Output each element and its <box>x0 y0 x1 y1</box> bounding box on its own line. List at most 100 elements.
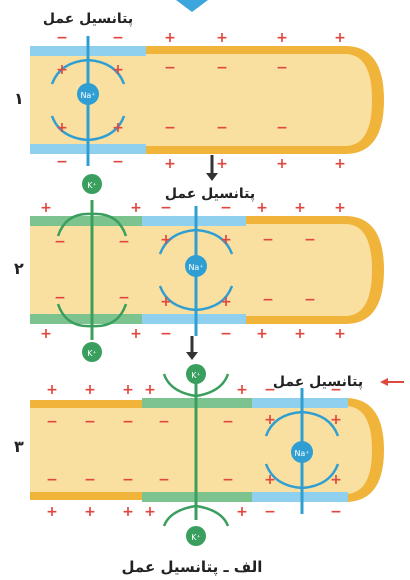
svg-text:−: − <box>164 120 176 136</box>
svg-text:−: − <box>46 472 58 488</box>
k-ion <box>82 342 102 362</box>
k-membrane-bottom <box>30 314 142 324</box>
na-ion-label: Na⁺ <box>80 91 95 100</box>
svg-text:−: − <box>122 414 134 430</box>
k-ion-label: K⁺ <box>87 349 96 358</box>
k-flow-arrows <box>162 373 230 527</box>
svg-text:+: + <box>122 382 134 398</box>
na-ion <box>291 441 313 463</box>
svg-text:+: + <box>40 326 52 342</box>
propagation-arrow-head <box>380 378 388 386</box>
svg-text:−: − <box>262 292 274 308</box>
svg-text:+: + <box>236 382 248 398</box>
svg-text:−: − <box>276 60 288 76</box>
svg-text:+: + <box>216 156 228 172</box>
svg-text:−: − <box>158 472 170 488</box>
svg-text:−: − <box>54 290 66 306</box>
svg-text:+: + <box>84 382 96 398</box>
svg-text:−: − <box>118 290 130 306</box>
svg-text:+: + <box>220 294 232 310</box>
svg-text:+: + <box>112 120 124 136</box>
na-flow-arrows <box>158 228 234 312</box>
na-ion-label: Na⁺ <box>294 449 309 458</box>
svg-text:+: + <box>164 156 176 172</box>
charge-signs: +++ −−− −−− +++ ++ −− −− ++ −− ++ ++ −− <box>46 382 342 520</box>
svg-text:+: + <box>256 326 268 342</box>
svg-text:−: − <box>330 504 342 520</box>
svg-text:+: + <box>56 62 68 78</box>
svg-text:−: − <box>264 382 276 398</box>
svg-text:−: − <box>276 120 288 136</box>
svg-text:−: − <box>56 154 68 170</box>
svg-text:+: + <box>216 30 228 46</box>
svg-text:−: − <box>220 200 232 216</box>
svg-text:−: − <box>158 414 170 430</box>
svg-text:+: + <box>330 472 342 488</box>
axon-end-cap <box>345 398 384 502</box>
svg-text:+: + <box>130 326 142 342</box>
svg-text:−: − <box>262 232 274 248</box>
svg-text:−: − <box>220 326 232 342</box>
axon-end-cap <box>345 46 384 154</box>
step-arrow-2-head <box>186 352 198 360</box>
svg-text:+: + <box>112 62 124 78</box>
svg-text:−: − <box>84 472 96 488</box>
membrane-bottom <box>246 316 346 324</box>
panel-2: پتانسیل عمل ۲ K⁺ K⁺ Na⁺ ++ −− −− ++ −− +… <box>14 174 384 362</box>
svg-text:−: − <box>84 414 96 430</box>
svg-text:+: + <box>334 156 346 172</box>
membrane-top <box>246 216 346 224</box>
membrane-bottom <box>146 146 346 154</box>
svg-text:+: + <box>276 156 288 172</box>
svg-text:+: + <box>334 200 346 216</box>
na-flow-arrows <box>264 410 340 490</box>
svg-text:−: − <box>216 60 228 76</box>
na-membrane-top <box>142 216 246 226</box>
na-ion-label: Na⁺ <box>188 263 203 272</box>
na-membrane-bottom <box>252 492 348 502</box>
svg-text:+: + <box>220 232 232 248</box>
svg-text:+: + <box>256 200 268 216</box>
svg-text:+: + <box>160 232 172 248</box>
axon-body <box>30 400 378 500</box>
svg-text:−: − <box>112 154 124 170</box>
svg-text:+: + <box>160 294 172 310</box>
svg-text:+: + <box>84 504 96 520</box>
svg-text:+: + <box>236 504 248 520</box>
svg-text:+: + <box>264 472 276 488</box>
svg-text:−: − <box>330 382 342 398</box>
svg-text:−: − <box>54 234 66 250</box>
panel-3-number: ۳ <box>14 437 24 456</box>
k-ion-label: K⁺ <box>87 181 96 190</box>
axon-end-cap <box>345 216 384 324</box>
incoming-arrow <box>176 0 208 12</box>
svg-text:+: + <box>264 412 276 428</box>
svg-text:+: + <box>276 30 288 46</box>
svg-text:+: + <box>294 200 306 216</box>
svg-text:+: + <box>164 30 176 46</box>
svg-text:−: − <box>222 414 234 430</box>
svg-text:+: + <box>40 200 52 216</box>
charge-signs: ++ −− −− ++ −− ++ ++ −− +++ −− −− +++ <box>40 200 346 342</box>
k-membrane-top <box>30 216 142 226</box>
panel-2-number: ۲ <box>14 259 24 278</box>
svg-text:−: − <box>160 200 172 216</box>
svg-text:+: + <box>144 382 156 398</box>
svg-text:+: + <box>130 200 142 216</box>
svg-text:−: − <box>112 30 124 46</box>
svg-text:−: − <box>264 504 276 520</box>
svg-text:+: + <box>294 326 306 342</box>
svg-text:−: − <box>122 472 134 488</box>
na-membrane-top <box>252 398 348 408</box>
k-ion <box>82 174 102 194</box>
svg-text:−: − <box>304 232 316 248</box>
svg-text:+: + <box>46 504 58 520</box>
svg-text:−: − <box>216 120 228 136</box>
k-ion-label: K⁺ <box>191 371 200 380</box>
panel-1-label: پتانسیل عمل <box>43 11 133 27</box>
charge-signs: −− ++ ++ −− ++++ −−− −−− ++++ <box>56 30 346 172</box>
na-membrane-bottom <box>142 314 246 324</box>
na-ion <box>185 255 207 277</box>
k-ion <box>186 364 206 384</box>
